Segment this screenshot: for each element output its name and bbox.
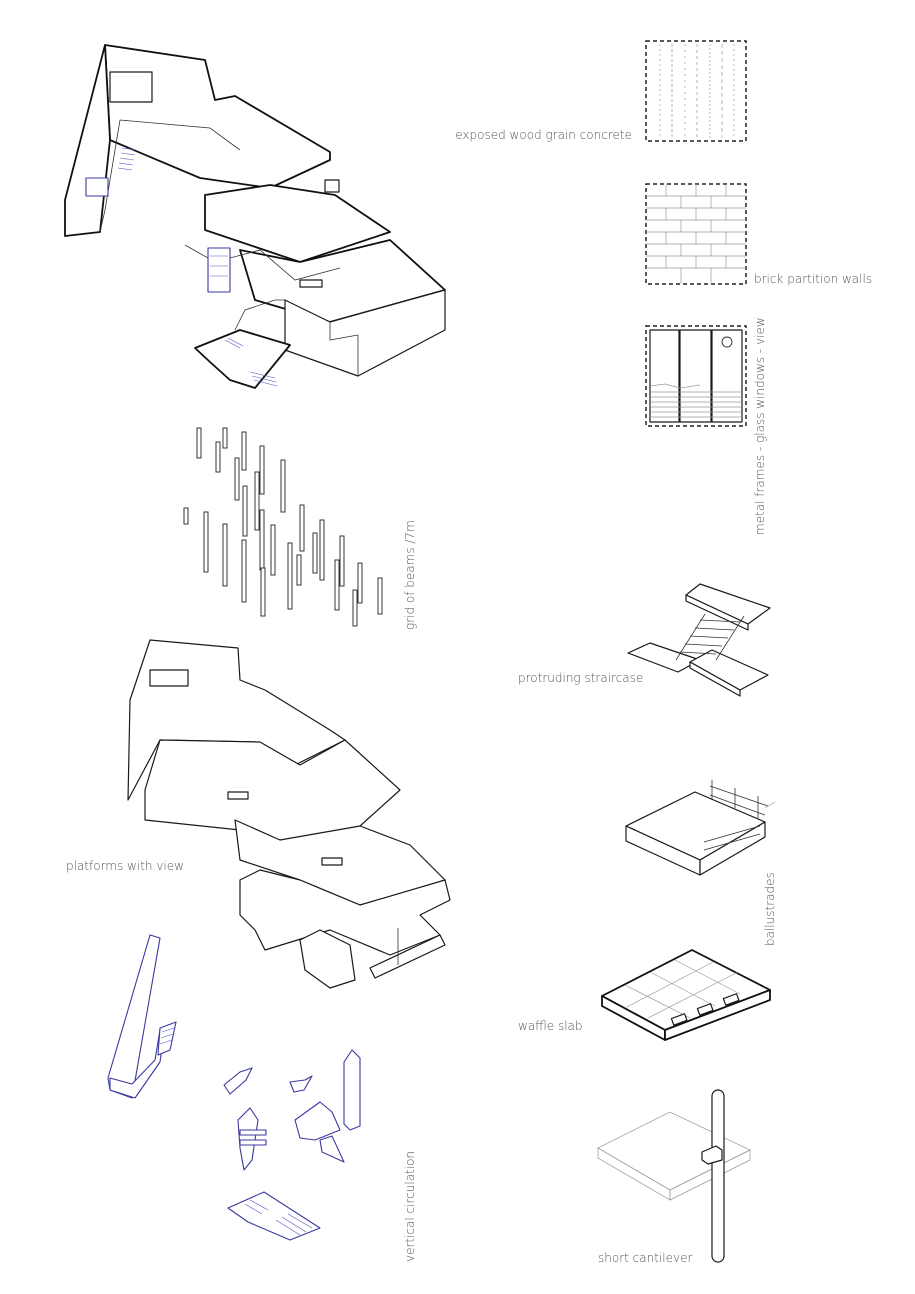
- circulation-elements: [107, 934, 361, 1241]
- label-beams: grid of beams /7m: [403, 520, 417, 630]
- ballustrade-detail: [625, 780, 776, 876]
- building-axonometric: [64, 44, 446, 389]
- label-platforms: platforms with view: [66, 859, 184, 873]
- waffle-slab-detail: [601, 949, 771, 1041]
- concrete-swatch: [645, 40, 747, 142]
- brick-swatch: [645, 183, 747, 285]
- glass-swatch: [645, 325, 747, 427]
- label-glass: metal frames - glass windows - view: [753, 317, 767, 535]
- wing-stair: [117, 147, 137, 171]
- platforms-exploded: [127, 639, 451, 989]
- beam-grid: [183, 427, 383, 627]
- staircase-detail: [627, 583, 771, 697]
- cantilever-detail: [597, 1089, 751, 1263]
- label-ballustrades: ballustrades: [763, 872, 777, 946]
- base-stair: [224, 337, 278, 387]
- label-cantilever: short cantilever: [598, 1251, 692, 1265]
- label-staircase: protruding straircase: [518, 671, 643, 685]
- label-waffle: waffle slab: [518, 1019, 583, 1033]
- label-circulation: vertical circulation: [403, 1151, 417, 1262]
- label-brick: brick partition walls: [754, 272, 872, 286]
- label-concrete: exposed wood grain concrete: [455, 128, 632, 142]
